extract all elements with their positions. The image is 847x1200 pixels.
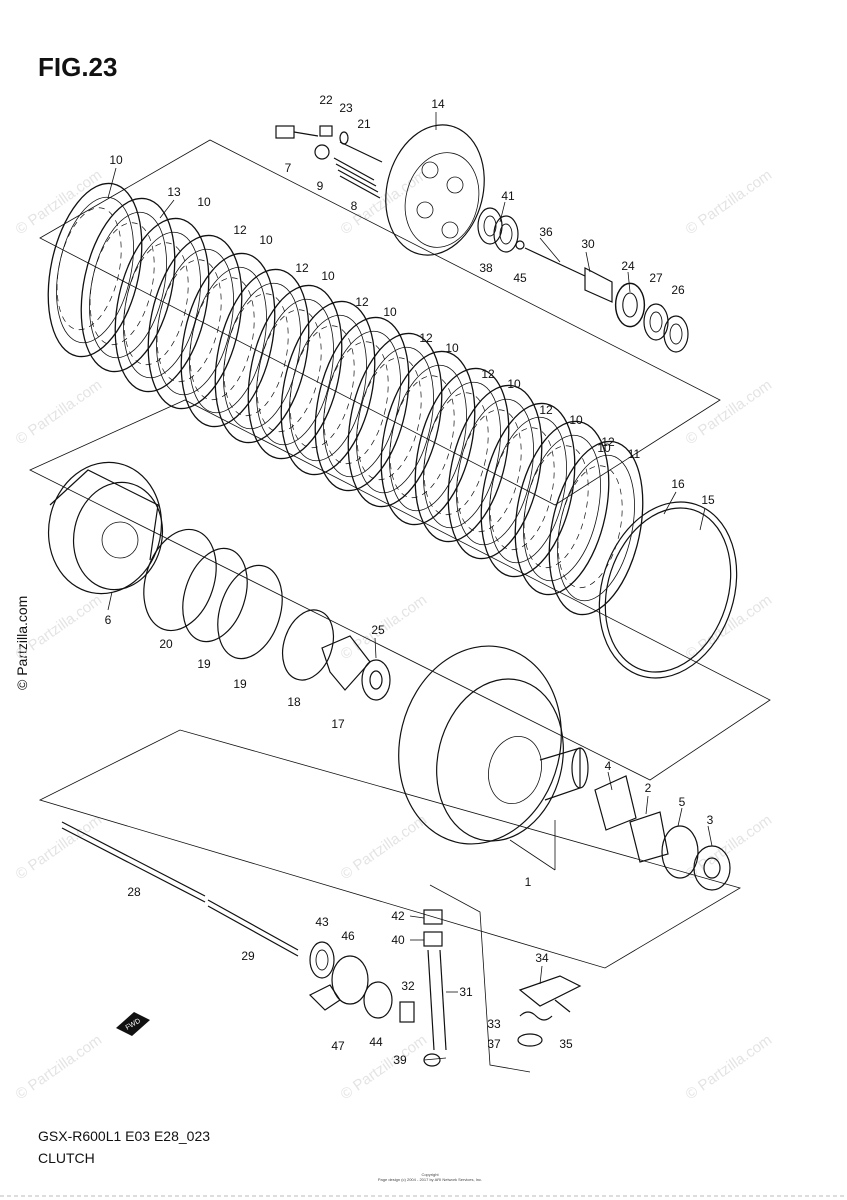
callout-37: 37: [487, 1037, 501, 1051]
callout-40: 40: [391, 933, 405, 947]
fwd-arrow-icon: FWD: [116, 1012, 150, 1036]
watermark: © Partzilla.com: [683, 376, 776, 448]
callout-9: 9: [317, 179, 324, 193]
callout-19: 19: [197, 657, 211, 671]
callout-14: 14: [431, 97, 445, 111]
callout-19: 19: [233, 677, 247, 691]
callout-16: 16: [671, 477, 685, 491]
callout-47: 47: [331, 1039, 345, 1053]
spring-bolt-group: [275, 125, 383, 199]
callout-39: 39: [393, 1053, 407, 1067]
assembly-outlines: [29, 139, 771, 1073]
callout-35: 35: [559, 1037, 573, 1051]
watermark: © Partzilla.com: [13, 376, 106, 448]
callout-1: 1: [525, 875, 532, 889]
callout-25: 25: [371, 623, 385, 637]
callout-10: 10: [445, 341, 459, 355]
watermark: © Partzilla.com: [338, 1031, 431, 1103]
callout-22: 22: [319, 93, 333, 107]
watermark: © Partzilla.com: [683, 591, 776, 663]
clutch-plate-stack: [33, 174, 658, 624]
watermark: © Partzilla.com: [683, 811, 776, 883]
hub-small-parts: [143, 528, 391, 701]
callout-18: 18: [287, 695, 301, 709]
callout-10: 10: [383, 305, 397, 319]
watermark: © Partzilla.com: [683, 166, 776, 238]
callout-8: 8: [351, 199, 358, 213]
callout-12: 12: [539, 403, 553, 417]
callout-12: 12: [601, 435, 615, 449]
callout-10: 10: [197, 195, 211, 209]
watermark: © Partzilla.com: [13, 1031, 106, 1103]
callout-7: 7: [285, 161, 292, 175]
watermark: © Partzilla.com: [13, 811, 106, 883]
callout-17: 17: [331, 717, 345, 731]
callout-44: 44: [369, 1035, 383, 1049]
callout-38: 38: [479, 261, 493, 275]
callout-10: 10: [597, 441, 611, 455]
callout-43: 43: [315, 915, 329, 929]
callout-24: 24: [621, 259, 635, 273]
callout-12: 12: [419, 331, 433, 345]
pressure-plate: [385, 124, 485, 256]
callout-27: 27: [649, 271, 663, 285]
callout-20: 20: [159, 637, 173, 651]
model-code: GSX-R600L1 E03 E28_023: [38, 1128, 211, 1144]
clutch-sleeve-hub: [47, 461, 164, 595]
callout-42: 42: [391, 909, 405, 923]
callout-30: 30: [581, 237, 595, 251]
callout-34: 34: [535, 951, 549, 965]
watermark: © Partzilla.com: [13, 591, 106, 663]
release-rod-group: [477, 207, 689, 353]
figure-title: FIG.23: [38, 52, 118, 82]
callout-13: 13: [167, 185, 181, 199]
callout-2: 2: [645, 781, 652, 795]
callout-11: 11: [628, 447, 641, 461]
callout-23: 23: [339, 101, 353, 115]
callout-26: 26: [671, 283, 685, 297]
primary-driven-gear-assembly: [398, 645, 731, 891]
copyright-line-2: Page design (c) 2004 - 2017 by ARI Netwo…: [377, 1177, 483, 1182]
callout-33: 33: [487, 1017, 501, 1031]
callout-4: 4: [605, 759, 612, 773]
callout-10: 10: [259, 233, 273, 247]
callout-45: 45: [513, 271, 527, 285]
leader-lines: [107, 112, 713, 1061]
copyright-line-1: Copyright: [421, 1172, 439, 1177]
wire-ring-and-spring: [598, 501, 738, 679]
section-name: CLUTCH: [38, 1150, 95, 1166]
callout-12: 12: [355, 295, 369, 309]
callout-10: 10: [569, 413, 583, 427]
callout-36: 36: [539, 225, 553, 239]
push-rods: [61, 821, 299, 957]
watermark: © Partzilla.com: [683, 1031, 776, 1103]
callout-32: 32: [401, 979, 415, 993]
copyright-notice: Copyright Page design (c) 2004 - 2017 by…: [370, 1172, 490, 1182]
callout-15: 15: [701, 493, 715, 507]
callout-28: 28: [127, 885, 141, 899]
callout-31: 31: [459, 985, 473, 999]
callout-5: 5: [679, 795, 686, 809]
callout-3: 3: [707, 813, 714, 827]
callout-41: 41: [501, 189, 515, 203]
callout-10: 10: [507, 377, 521, 391]
callout-10: 10: [321, 269, 335, 283]
callout-labels: 1 2 3 4 5 6 7 8 9 10 10 10 10 10 10 10 1…: [105, 93, 715, 1067]
callout-10: 10: [109, 153, 123, 167]
callout-12: 12: [481, 367, 495, 381]
callout-21: 21: [357, 117, 371, 131]
release-mechanism: [308, 909, 582, 1067]
callout-29: 29: [241, 949, 255, 963]
callout-6: 6: [105, 613, 112, 627]
watermark: © Partzilla.com: [338, 811, 431, 883]
callout-12: 12: [233, 223, 247, 237]
callout-12: 12: [295, 261, 309, 275]
callout-46: 46: [341, 929, 355, 943]
